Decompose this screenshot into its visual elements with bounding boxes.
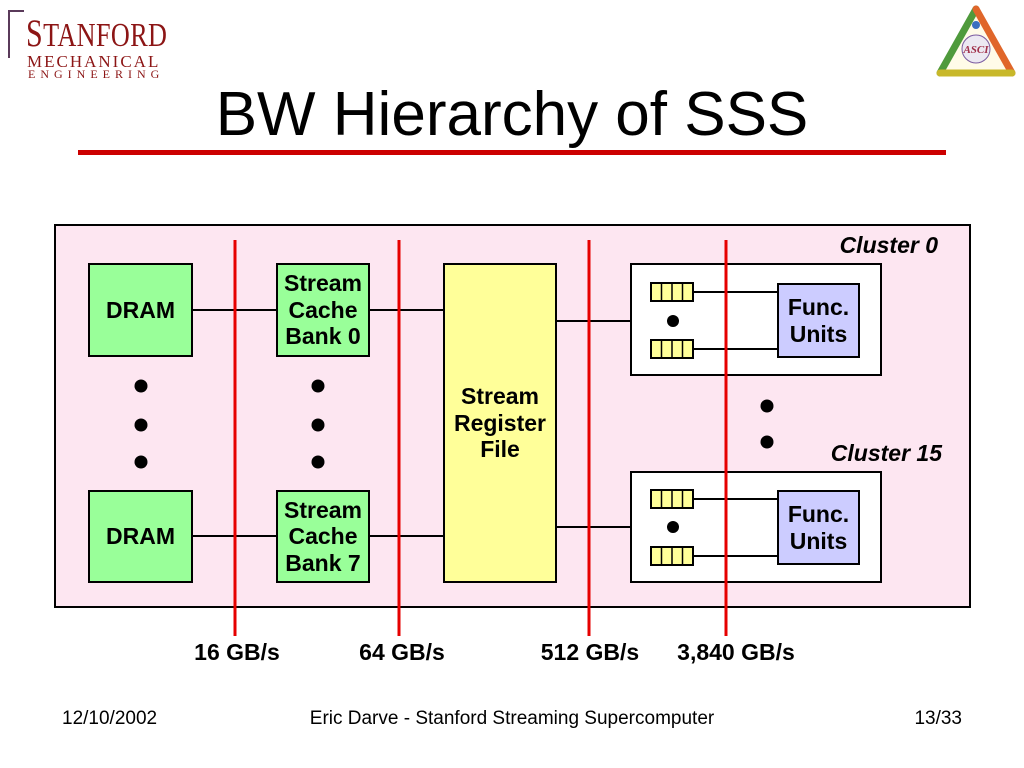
func-units-label-line: Units [789, 320, 848, 347]
cache-label-line: Stream [284, 496, 362, 523]
bandwidth-label: 64 GB/s [359, 639, 445, 665]
logo-engineering-text: ENGINEERING [28, 67, 165, 81]
asci-logo-text: ASCI [962, 44, 989, 56]
stream-register-file: Stream Register File [443, 263, 557, 583]
title-underline-rule [78, 150, 946, 155]
logo-bracket [8, 10, 24, 58]
footer-presenter-text: Eric Darve - Stanford Streaming Supercom… [309, 708, 715, 729]
dram-label: DRAM [106, 523, 175, 550]
bandwidth-label: 3,840 GB/s [677, 639, 795, 665]
stanford-mechanical-engineering-logo: STANFORD MECHANICAL ENGINEERING [0, 0, 170, 84]
bandwidth-label: 16 GB/s [194, 639, 280, 665]
asci-globe-icon [972, 21, 980, 29]
asci-logo: ASCI [936, 5, 1016, 77]
slide-title: BW Hierarchy of SSS [215, 80, 809, 149]
func-units-label-line: Func. [787, 294, 850, 320]
dram-box-top: DRAM [88, 263, 193, 357]
dram-box-bottom: DRAM [88, 490, 193, 583]
cluster-15-func-units: Func. Units [777, 490, 860, 565]
footer-date: 12/10/2002 [62, 708, 158, 729]
cache-label-line: Cache [288, 523, 358, 550]
cluster-0-func-units: Func. Units [777, 283, 860, 358]
dram-label: DRAM [106, 296, 175, 323]
bandwidth-label: 512 GB/s [540, 639, 640, 665]
func-units-label-line: Units [789, 527, 848, 554]
func-units-label-line: Func. [787, 501, 850, 527]
asci-right-edge [972, 5, 1016, 77]
cache-label-line: Bank 7 [285, 549, 361, 576]
asci-emblem [961, 34, 991, 64]
srf-label-line: Stream [461, 383, 539, 410]
asci-left-edge [936, 5, 980, 77]
logo-stanford-text: STANFORD [26, 12, 168, 55]
srf-label-line: File [480, 436, 520, 463]
cache-label-line: Stream [284, 270, 362, 297]
srf-label-line: Register [453, 409, 547, 436]
logo-mechanical-text: MECHANICAL [27, 52, 161, 71]
cluster-15-label: Cluster 15 [830, 440, 942, 466]
stream-cache-bank-0: Stream Cache Bank 0 [276, 263, 370, 357]
cache-label-line: Cache [288, 296, 358, 323]
cluster-0-label: Cluster 0 [839, 232, 938, 258]
stream-cache-bank-7: Stream Cache Bank 7 [276, 490, 370, 583]
footer-page-number: 13/33 [914, 708, 962, 729]
cache-label-line: Bank 0 [285, 323, 361, 350]
